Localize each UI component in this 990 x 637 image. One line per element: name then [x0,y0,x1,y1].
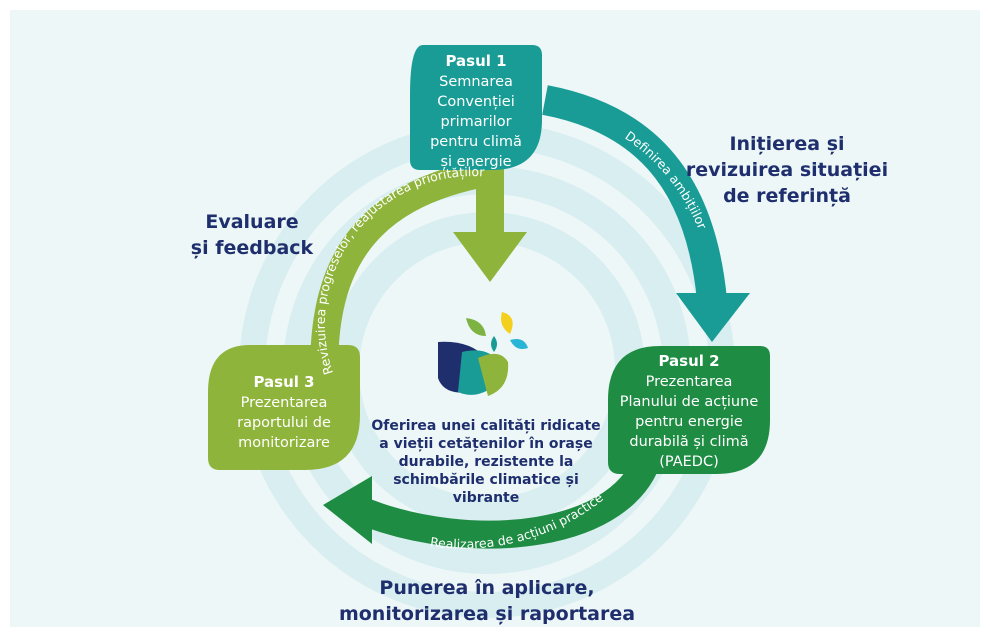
center-text-line: Oferirea unei calități ridicate [371,418,600,434]
phase-implementation-line: monitorizarea și raportarea [339,603,635,625]
logo-leaf-green-top [466,318,486,336]
step-2-title: Pasul 2 [658,352,719,370]
arrowhead-ambition [676,293,750,342]
center-text-line: vibrante [453,490,519,506]
step-2-line: pentru energie [635,414,743,430]
step-2-leaf [608,346,770,474]
step-2-line: Planului de acțiune [620,394,759,410]
phase-evaluation-line: Evaluare [205,211,298,233]
phase-initiation-line: revizuirea situației [686,159,888,181]
step-2-line: (PAEDC) [659,454,719,470]
step-3-node [208,345,360,470]
covenant-logo [438,312,528,396]
phase-evaluation-line: și feedback [191,237,314,259]
arrowhead-review [453,232,527,282]
step-3-title: Pasul 3 [253,373,314,391]
step-1-line: și energie [440,154,511,170]
step-1-line: primarilor [440,114,511,130]
step-1-node [410,45,542,170]
step-3-line: raportului de [237,415,331,431]
step-2-line: durabilă și climă [629,434,748,450]
logo-leaf-yellow [501,312,513,334]
arrowhead-actions [323,476,372,544]
center-text-line: durabile, rezistente la [399,454,574,470]
step-3-line: Prezentarea [241,395,328,411]
center-text-line: a vieții cetățenilor în orașe [379,436,592,452]
step-2-line: Prezentarea [646,374,733,390]
step-1-title: Pasul 1 [445,52,506,70]
phase-initiation-line: de referință [723,185,851,207]
logo-leaf-green [478,353,509,396]
phase-implementation-line: Punerea în aplicare, [379,577,594,599]
step-1-line: Convenției [437,94,515,110]
center-text-line: schimbările climatice și [393,472,579,488]
step-1-line: Semnarea [439,74,513,90]
step-3-line: monitorizare [238,435,330,451]
logo-leaf-cyan [510,339,528,349]
step-1-leaf [410,45,542,170]
arrow-ambition [542,85,750,342]
step-1-line: pentru climă [430,134,522,150]
phase-initiation-line: Inițierea și [729,133,844,155]
step-3-leaf [208,345,360,470]
arrow-review [310,155,527,391]
logo-leaf-teal-small [491,336,497,352]
arrow-actions [323,446,664,549]
step-2-node [608,346,770,474]
